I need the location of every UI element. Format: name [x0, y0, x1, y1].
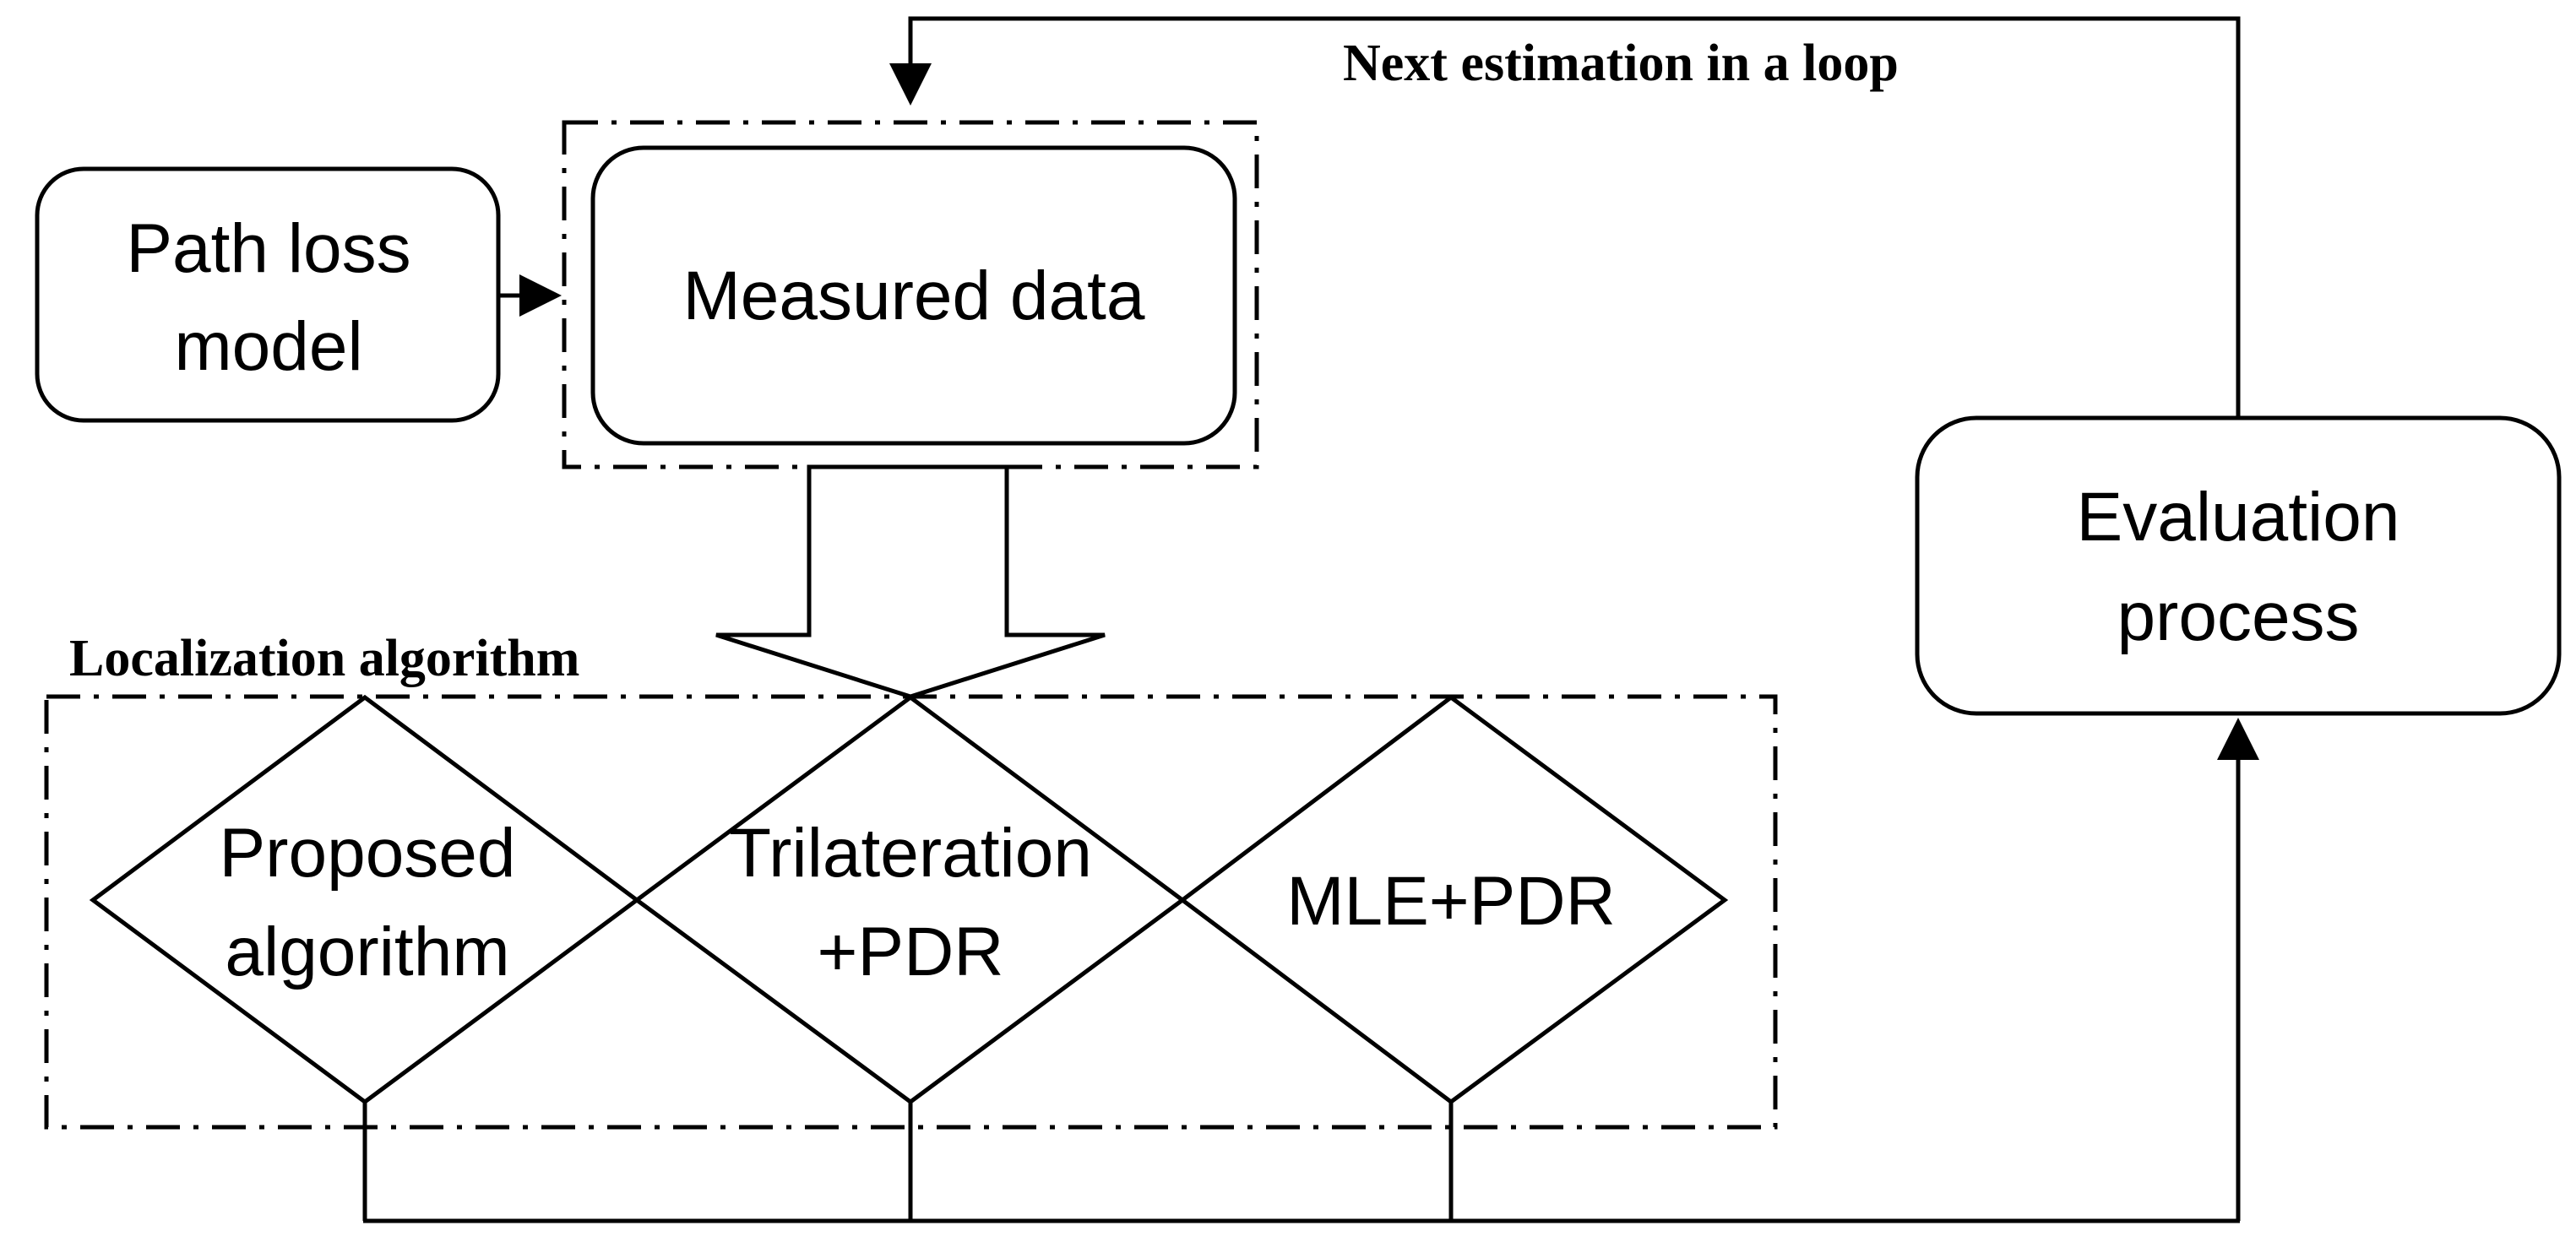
trilateration-pdr-label: Trilateration	[729, 815, 1092, 892]
localization-group-label: Localization algorithm	[69, 630, 579, 687]
measured-data-label: Measured data	[682, 258, 1144, 334]
proposed-algorithm-label-line2: algorithm	[225, 914, 509, 990]
trilateration-pdr-diamond	[633, 694, 1187, 1105]
path-loss-model-label: Path loss	[126, 210, 410, 287]
path-loss-model-label-line2: model	[174, 308, 362, 385]
measured-to-algorithm-arrow	[715, 464, 1106, 699]
evaluation-process-box	[1915, 415, 2562, 716]
measured-data-box	[590, 145, 1237, 446]
trilateration-pdr-label-line2: +PDR	[817, 914, 1003, 990]
proposed-algorithm-diamond	[89, 694, 641, 1105]
evaluation-process-label: Evaluation	[2077, 479, 2400, 556]
loop-label: Next estimation in a loop	[1343, 35, 1899, 92]
proposed-algorithm-label: Proposed	[219, 815, 515, 892]
mle-pdr-label: MLE+PDR	[1286, 863, 1616, 940]
evaluation-process-label-line2: process	[2117, 578, 2359, 655]
loop-feedback-connector	[889, 16, 2241, 418]
